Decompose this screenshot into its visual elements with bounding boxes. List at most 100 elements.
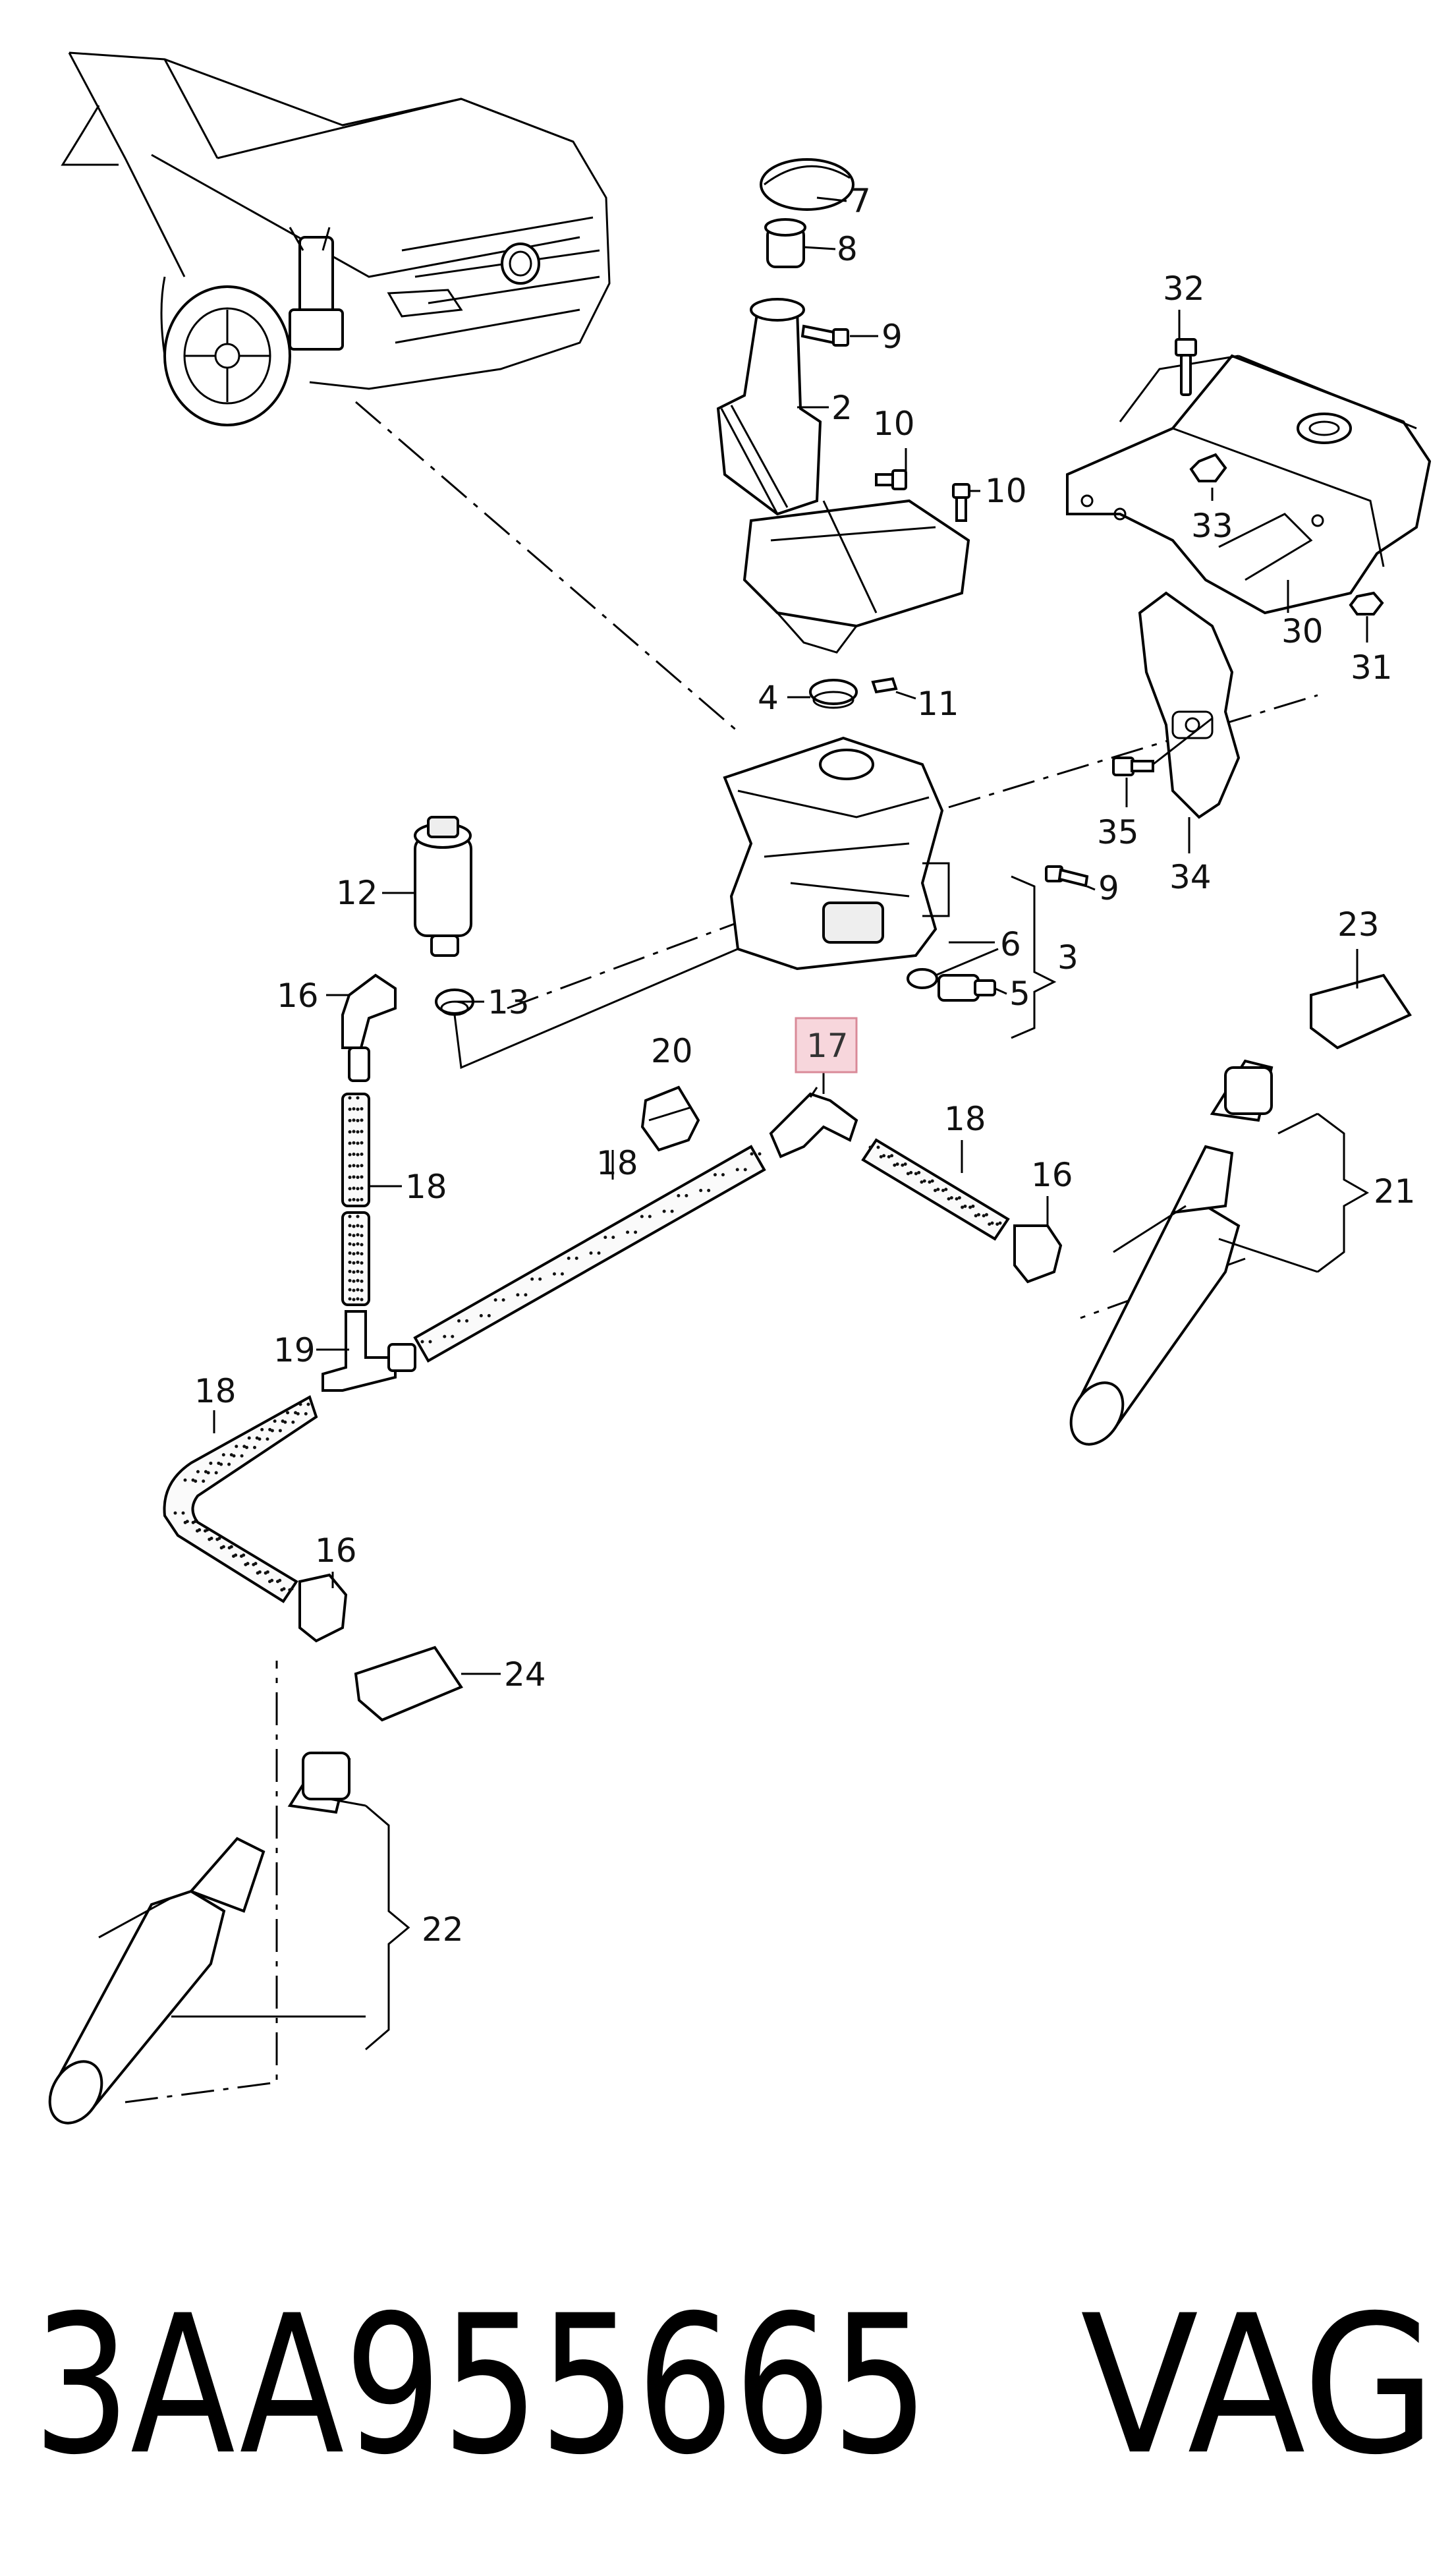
- hose-texture-dot: [356, 1251, 360, 1255]
- callout-34: 34: [1169, 858, 1212, 896]
- hose-texture-dot: [530, 1277, 534, 1281]
- hose-texture-dot: [895, 1162, 899, 1166]
- hose-texture-dot: [352, 1141, 356, 1145]
- brand-label: VAG: [1080, 2275, 1436, 2497]
- hose-texture-dot: [360, 1153, 364, 1156]
- hose-texture-dot: [998, 1221, 1002, 1225]
- hose-texture-dot: [273, 1419, 277, 1423]
- hose-texture-dot: [181, 1511, 185, 1515]
- hose-texture-dot: [360, 1279, 364, 1283]
- hose-texture-dot: [611, 1236, 615, 1240]
- hose-texture-dot: [360, 1252, 364, 1256]
- hose-texture-dot: [589, 1251, 593, 1255]
- hose-texture-dot: [348, 1242, 352, 1246]
- hose-texture-dot: [217, 1461, 221, 1465]
- hose-texture-dot: [524, 1293, 528, 1297]
- hose-texture-dot: [348, 1233, 352, 1237]
- hose-texture-dot: [352, 1186, 356, 1190]
- hose-texture-dot: [920, 1180, 924, 1184]
- callout-12: 12: [336, 874, 378, 912]
- callout-16-lower: 16: [315, 1531, 357, 1570]
- hose-texture-dot: [217, 1536, 221, 1540]
- hose-network: [163, 973, 1063, 1643]
- hose-texture-dot: [348, 1118, 352, 1122]
- hose-texture-dot: [266, 1570, 269, 1574]
- hose-texture-dot: [352, 1224, 356, 1228]
- callout-30: 30: [1281, 612, 1324, 650]
- hose-texture-dot: [949, 1196, 953, 1200]
- hose-texture-dot: [352, 1234, 356, 1238]
- hose-texture-dot: [597, 1251, 601, 1255]
- hose-texture-dot: [235, 1445, 238, 1448]
- callout-17: 17: [806, 1027, 849, 1065]
- hose-texture-dot: [876, 1145, 880, 1149]
- hose-texture-dot: [707, 1189, 711, 1192]
- callout-35: 35: [1097, 813, 1139, 851]
- hose-texture-dot: [352, 1270, 356, 1274]
- hose-texture-dot: [538, 1277, 542, 1281]
- hose-texture-dot: [348, 1141, 352, 1145]
- hose-texture-dot: [903, 1162, 907, 1166]
- callout-10-right: 10: [985, 472, 1027, 510]
- hose-texture-dot: [291, 1420, 295, 1424]
- hose-texture-dot: [202, 1479, 206, 1483]
- hose-texture-dot: [356, 1107, 360, 1111]
- hose-texture-dot: [947, 1197, 951, 1201]
- hose-texture-dot: [229, 1545, 233, 1549]
- hose-texture-dot: [260, 1427, 264, 1431]
- hose-texture-dot: [286, 1411, 290, 1415]
- hose-texture-dot: [360, 1130, 364, 1133]
- hose-texture-dot: [428, 1340, 432, 1344]
- hose-texture-dot: [750, 1152, 754, 1156]
- hose-texture-dot: [982, 1214, 986, 1218]
- hose-texture-dot: [360, 1261, 364, 1265]
- hose-texture-dot: [352, 1279, 356, 1283]
- hose-texture-dot: [214, 1471, 218, 1475]
- hose-texture-dot: [204, 1470, 208, 1474]
- hose-texture-dot: [348, 1260, 352, 1264]
- callout-2: 2: [831, 389, 853, 427]
- callout-11: 11: [917, 685, 959, 723]
- callout-18-diagonal: 18: [596, 1144, 638, 1182]
- hose-texture-dot: [360, 1118, 364, 1122]
- hose-texture-dot: [352, 1107, 356, 1111]
- hose-texture-dot: [352, 1288, 356, 1292]
- hose-clip: [640, 1085, 700, 1152]
- hose-texture-dot: [887, 1155, 891, 1159]
- hose-texture-dot: [210, 1536, 213, 1540]
- hose-texture-dot: [246, 1562, 250, 1566]
- callout-10-left: 10: [873, 405, 915, 443]
- hose-texture-dot: [567, 1256, 571, 1260]
- hose-texture-dot: [255, 1436, 259, 1440]
- hose-texture-dot: [356, 1224, 360, 1228]
- hose-texture-dot: [648, 1215, 652, 1218]
- part-number-label: 3AA955665: [33, 2275, 929, 2497]
- hose-texture-dot: [360, 1175, 364, 1179]
- hose-texture-dot: [304, 1412, 308, 1416]
- hose-texture-dot: [356, 1130, 360, 1134]
- callout-numbers: 7 8 9 2 10 10 4 11 32 33 30 31 35 9 34 6…: [194, 182, 1416, 1949]
- hose-texture-dot: [909, 1170, 913, 1174]
- callout-21: 21: [1374, 1172, 1416, 1211]
- hose-texture-dot: [868, 1145, 872, 1149]
- callout-20: 20: [651, 1032, 693, 1070]
- hose-texture-dot: [242, 1553, 246, 1557]
- hose-texture-dot: [356, 1176, 360, 1180]
- callout-18-lower: 18: [194, 1372, 237, 1410]
- hose-texture-dot: [360, 1186, 364, 1190]
- hose-texture-dot: [479, 1314, 483, 1317]
- callout-24: 24: [504, 1655, 546, 1694]
- hose-texture-dot: [258, 1570, 262, 1574]
- hose-texture-dot: [974, 1214, 978, 1218]
- callout-3: 3: [1057, 938, 1078, 977]
- hose-texture-dot: [360, 1197, 364, 1201]
- hose-texture-dot: [934, 1189, 937, 1192]
- hose-texture-dot: [917, 1170, 921, 1174]
- hose-texture-dot: [352, 1164, 356, 1168]
- hose-texture-dot: [356, 1269, 360, 1273]
- hose-texture-dot: [735, 1168, 739, 1172]
- hose-texture-dot: [352, 1243, 356, 1247]
- hose-texture-dot: [348, 1269, 352, 1273]
- callout-17-highlight-box: [795, 1017, 858, 1073]
